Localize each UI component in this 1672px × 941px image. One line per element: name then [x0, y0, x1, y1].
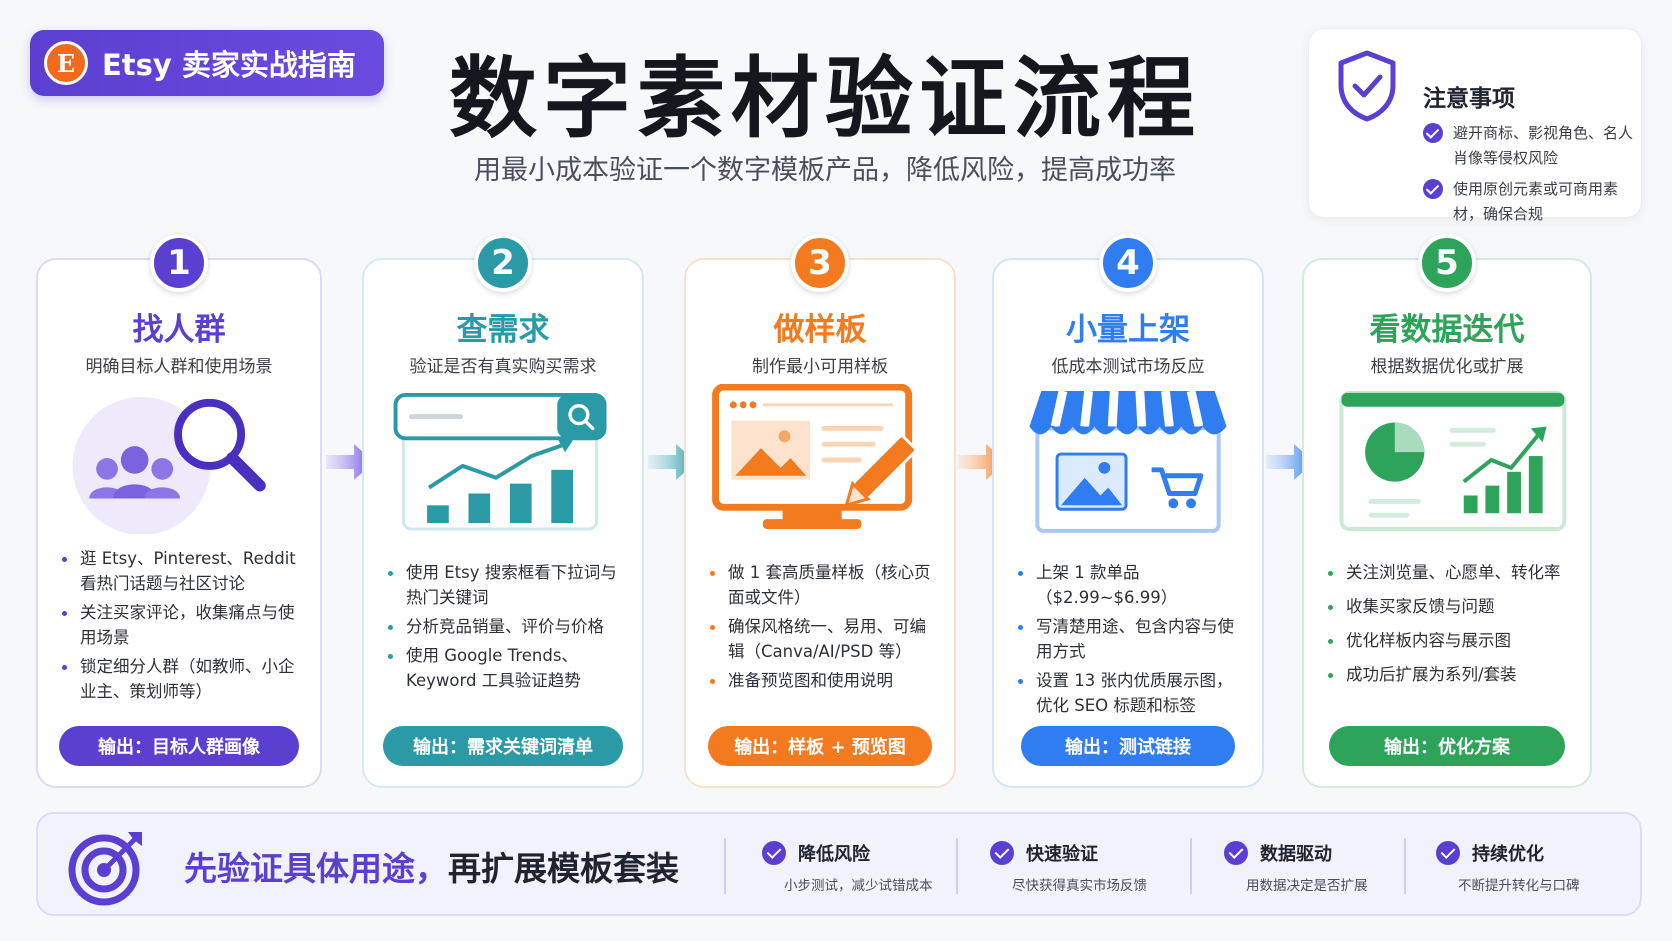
step-title: 看数据迭代 — [1369, 312, 1525, 348]
list-item: 使用 Etsy 搜索框看下拉词与热门关键词 — [386, 560, 628, 610]
check-icon — [1423, 123, 1443, 143]
benefit-item: 持续优化 不断提升转化与口碑 — [1436, 840, 1580, 894]
list-item: 逛 Etsy、Pinterest、Reddit 看热门话题与社区讨论 — [60, 546, 306, 596]
step-card-1: 1 找人群 明确目标人群和使用场景 逛 Etsy、Pinterest、Reddi… — [36, 234, 322, 788]
notice-item: 避开商标、影视角色、名人肖像等侵权风险 — [1423, 121, 1633, 171]
list-item: 设置 13 张内优质展示图，优化 SEO 标题和标签 — [1016, 668, 1248, 718]
step-bullets: 上架 1 款单品（$2.99~$6.99） 写清楚用途、包含内容与使用方式 设置… — [1016, 560, 1248, 722]
benefit-item: 数据驱动 用数据决定是否扩展 — [1224, 840, 1368, 894]
list-item: 锁定细分人群（如教师、小企业主、策划师等） — [60, 654, 306, 704]
benefit-desc: 小步测试，减少试错成本 — [784, 878, 933, 894]
step-title: 小量上架 — [1066, 312, 1190, 348]
benefit-title: 持续优化 — [1472, 844, 1544, 865]
analytics-dashboard-icon — [1339, 390, 1567, 531]
notice-item-text: 避开商标、影视角色、名人肖像等侵权风险 — [1453, 124, 1634, 167]
step-bullets: 逛 Etsy、Pinterest、Reddit 看热门话题与社区讨论 关注买家评… — [60, 546, 306, 708]
footer-slogan: 先验证具体用途，再扩展模板套装 — [184, 842, 679, 890]
list-item: 关注买家评论，收集痛点与使用场景 — [60, 600, 306, 650]
list-item: 确保风格统一、易用、可编辑（Canva/AI/PSD 等） — [708, 614, 940, 664]
list-item: 上架 1 款单品（$2.99~$6.99） — [1016, 560, 1248, 610]
notice-title: 注意事项 — [1423, 86, 1515, 112]
step-bullets: 使用 Etsy 搜索框看下拉词与热门关键词 分析竞品销量、评价与价格 使用 Go… — [386, 560, 628, 697]
step-card-2: 2 查需求 验证是否有真实购买需求 使用 Etsy 搜索框看下拉词与热门关键词 … — [362, 234, 644, 788]
step-card-3: 3 做样板 制作最小可用样板 做 1 套高质量样板（核心页面或文件） 确保风格统… — [684, 234, 956, 788]
page-title: 数字素材验证流程 — [448, 47, 1201, 150]
brand-label: Etsy 卖家实战指南 — [102, 48, 356, 82]
slogan-part-1: 先验证具体用途， — [184, 849, 448, 888]
list-item: 关注浏览量、心愿单、转化率 — [1326, 560, 1576, 585]
design-monitor-icon — [712, 384, 917, 529]
notice-item-text: 使用原创元素或可商用素材，确保合规 — [1453, 180, 1619, 223]
output-badge: 输出：测试链接 — [1021, 726, 1235, 766]
step-number: 1 — [150, 234, 208, 292]
benefit-title: 数据驱动 — [1260, 844, 1332, 865]
check-icon — [1423, 179, 1443, 199]
step-title: 找人群 — [132, 312, 226, 348]
list-item: 成功后扩展为系列/套装 — [1326, 662, 1576, 687]
benefit-desc: 不断提升转化与口碑 — [1458, 878, 1580, 894]
check-circle-icon — [1224, 841, 1248, 865]
step-title: 查需求 — [456, 312, 550, 348]
step-subtitle: 根据数据优化或扩展 — [1370, 357, 1524, 377]
step-subtitle: 验证是否有真实购买需求 — [409, 357, 597, 377]
benefit-item: 快速验证 尽快获得真实市场反馈 — [990, 840, 1147, 894]
step-number: 2 — [474, 234, 532, 292]
list-item: 做 1 套高质量样板（核心页面或文件） — [708, 560, 940, 610]
list-item: 分析竞品销量、评价与价格 — [386, 614, 628, 639]
audience-search-icon — [72, 396, 266, 534]
etsy-logo-icon: E — [44, 41, 88, 85]
list-item: 准备预览图和使用说明 — [708, 668, 940, 693]
list-item: 使用 Google Trends、Keyword 工具验证趋势 — [386, 643, 628, 693]
search-trend-icon — [393, 392, 607, 531]
footer-summary: 先验证具体用途，再扩展模板套装 降低风险 小步测试，减少试错成本 快速验证 尽快… — [36, 812, 1642, 916]
divider — [1190, 838, 1192, 894]
benefit-desc: 尽快获得真实市场反馈 — [1012, 878, 1147, 894]
benefit-title: 降低风险 — [798, 844, 870, 865]
step-card-5: 5 看数据迭代 根据数据优化或扩展 关注浏览量、心愿单、转化率 收集买家反馈与问… — [1302, 234, 1592, 788]
divider — [724, 838, 726, 894]
list-item: 收集买家反馈与问题 — [1326, 594, 1576, 619]
check-circle-icon — [762, 841, 786, 865]
list-item: 写清楚用途、包含内容与使用方式 — [1016, 614, 1248, 664]
page-subtitle: 用最小成本验证一个数字模板产品，降低风险，提高成功率 — [474, 155, 1176, 186]
step-number: 5 — [1418, 234, 1476, 292]
benefit-item: 降低风险 小步测试，减少试错成本 — [762, 840, 933, 894]
benefit-title: 快速验证 — [1026, 844, 1098, 865]
shield-check-icon — [1338, 50, 1396, 122]
step-number: 3 — [791, 234, 849, 292]
target-icon — [68, 832, 142, 906]
storefront-icon — [1029, 390, 1227, 533]
brand-badge: E Etsy 卖家实战指南 — [30, 30, 384, 96]
step-subtitle: 明确目标人群和使用场景 — [85, 357, 273, 377]
step-bullets: 做 1 套高质量样板（核心页面或文件） 确保风格统一、易用、可编辑（Canva/… — [708, 560, 940, 697]
step-subtitle: 制作最小可用样板 — [752, 357, 888, 377]
divider — [1404, 838, 1406, 894]
list-item: 优化样板内容与展示图 — [1326, 628, 1576, 653]
output-badge: 输出：目标人群画像 — [59, 726, 299, 766]
output-badge: 输出：需求关键词清单 — [383, 726, 623, 766]
notice-item: 使用原创元素或可商用素材，确保合规 — [1423, 177, 1633, 227]
check-circle-icon — [990, 841, 1014, 865]
step-title: 做样板 — [773, 312, 867, 348]
slogan-part-2: 再扩展模板套装 — [448, 849, 679, 888]
check-circle-icon — [1436, 841, 1460, 865]
divider — [956, 838, 958, 894]
benefit-desc: 用数据决定是否扩展 — [1246, 878, 1368, 894]
step-card-4: 4 小量上架 低成本测试市场反应 上架 1 款单品（$2.99~$6.99） 写… — [992, 234, 1264, 788]
step-number: 4 — [1099, 234, 1157, 292]
step-subtitle: 低成本测试市场反应 — [1051, 357, 1205, 377]
output-badge: 输出：优化方案 — [1329, 726, 1565, 766]
notice-panel: 注意事项 避开商标、影视角色、名人肖像等侵权风险 使用原创元素或可商用素材，确保… — [1308, 28, 1642, 223]
step-bullets: 关注浏览量、心愿单、转化率 收集买家反馈与问题 优化样板内容与展示图 成功后扩展… — [1326, 560, 1576, 696]
output-badge: 输出：样板 + 预览图 — [708, 726, 932, 766]
